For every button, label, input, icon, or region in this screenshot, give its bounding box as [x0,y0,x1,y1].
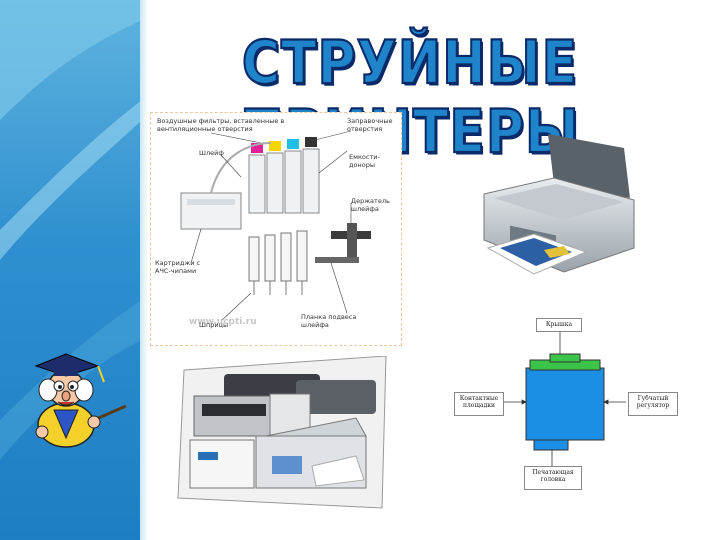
side-decoration [0,0,142,540]
lid-label: Крышка [536,318,582,332]
label-donor-tanks: Емкости-доноры [349,153,380,169]
label-hanger-plate: Планка подвеса шлейфа [301,313,357,329]
watermark: www.ucpti.ru [189,317,257,327]
print-head-label: Печатающая головка [524,466,582,490]
professor-mascot-image [34,353,127,448]
inkjet-printer-photo [483,134,635,275]
print-head-schematic-graphic [504,332,626,466]
contacts-label: Контактные площадки [454,392,504,416]
label-syringes: Шприцы [199,321,229,329]
print-head-schematic: Крышка Контактные площадки Губчатый регу… [450,316,680,491]
label-air-filters: Воздушные фильтры, вставленные в вентиля… [157,117,285,133]
side-wave-graphic [0,0,142,460]
side-edge [140,0,148,540]
label-fill-holes: Заправочные отверстия [347,117,393,133]
label-hose-holder: Держатель шлейфа [351,197,390,213]
printers-collection-photo [177,356,387,509]
cartridge-diagram: Воздушные фильтры, вставленные в вентиля… [150,112,402,346]
cartridge-diagram-graphic [180,130,371,322]
label-hose: Шлейф [199,149,224,157]
label-cartridges: Картриджи с АЧС-чипами [155,259,201,275]
sponge-regulator-label: Губчатый регулятор [628,392,678,416]
